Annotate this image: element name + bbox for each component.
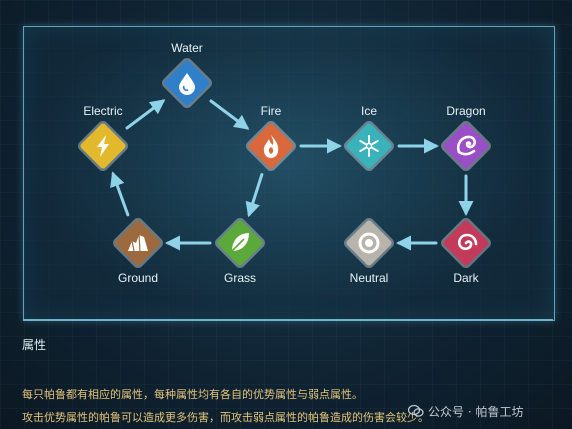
element-node-neutral: Neutral xyxy=(344,218,394,285)
element-node-dark: Dark xyxy=(441,218,491,285)
leaf-icon xyxy=(231,233,249,252)
element-node-grass: Grass xyxy=(215,218,265,285)
element-node-ice: Ice xyxy=(344,104,394,171)
watermark-text: 公众号 · 帕鲁工坊 xyxy=(428,405,524,419)
rock-icon xyxy=(128,234,148,252)
dragon-label: Dragon xyxy=(446,104,485,118)
snowflake-icon xyxy=(359,135,379,157)
section-title: 属性 xyxy=(22,338,47,352)
dragon-icon xyxy=(456,135,476,156)
arrow-fire-to-grass xyxy=(245,173,264,218)
lightning-icon xyxy=(97,135,109,157)
ground-label: Ground xyxy=(118,271,158,285)
water-label: Water xyxy=(171,41,203,55)
element-node-dragon: Dragon xyxy=(441,104,491,171)
element-node-electric: Electric xyxy=(78,104,128,171)
dragon-diamond xyxy=(443,123,489,169)
element-node-water: Water xyxy=(162,41,212,108)
description-line-2: 攻击优势属性的帕鲁可以造成更多伤害，而攻击弱点属性的帕鲁造成的伤害会较少。 xyxy=(22,411,429,424)
watermark: 公众号 · 帕鲁工坊 xyxy=(408,403,523,420)
element-node-fire: Fire xyxy=(246,104,296,171)
wechat-icon xyxy=(408,404,424,417)
electric-label: Electric xyxy=(83,104,122,118)
water-drop-icon xyxy=(179,73,195,95)
ring-icon xyxy=(358,232,380,254)
section-divider xyxy=(23,319,553,321)
arrow-water-to-fire xyxy=(209,99,250,130)
element-node-ground: Ground xyxy=(113,218,163,285)
dark-label: Dark xyxy=(453,271,479,285)
ice-label: Ice xyxy=(361,104,377,118)
grass-label: Grass xyxy=(224,271,256,285)
arrow-ground-to-electric xyxy=(110,171,130,217)
neutral-label: Neutral xyxy=(350,271,389,285)
description-line-1: 每只帕鲁都有相应的属性，每种属性均有各自的优势属性与弱点属性。 xyxy=(22,388,363,401)
fire-label: Fire xyxy=(261,104,282,118)
flame-icon xyxy=(263,135,279,158)
swirl-icon xyxy=(457,233,478,251)
arrow-electric-to-water xyxy=(125,99,166,130)
